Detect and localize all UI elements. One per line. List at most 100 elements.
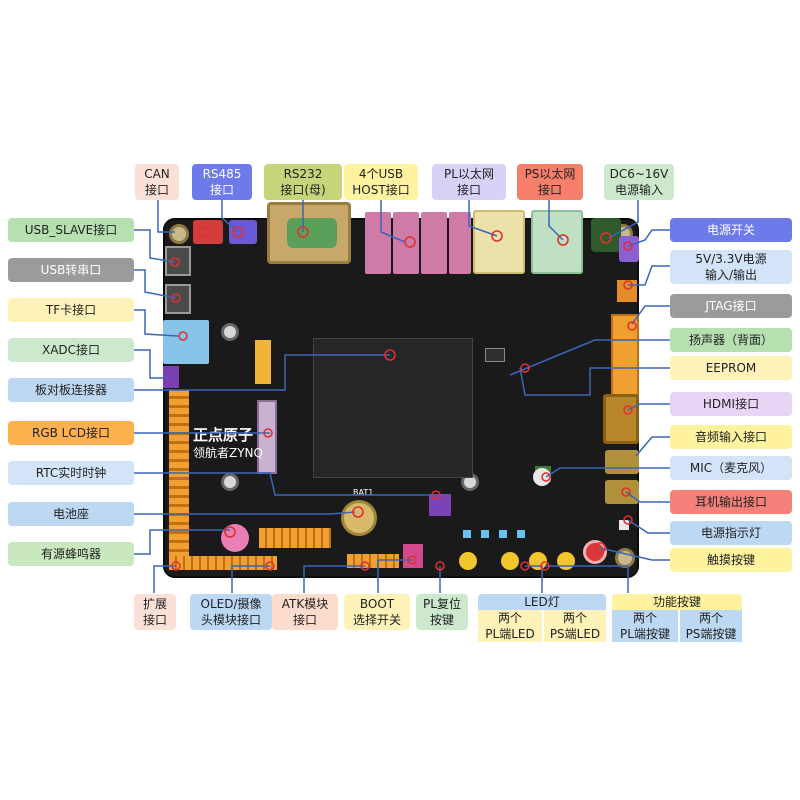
power-led-indicator xyxy=(619,520,629,530)
atk-module-header xyxy=(347,554,399,568)
leader-headphone xyxy=(625,491,670,503)
label-expand: 扩展 接口 xyxy=(134,594,176,630)
label-led-pl: 两个 PL端LED xyxy=(478,610,542,642)
eeprom-chip xyxy=(485,348,505,362)
label-power-led: 电源指示灯 xyxy=(670,521,792,545)
audio-in-jack xyxy=(605,450,639,474)
usb-host-port xyxy=(421,212,447,274)
label-rtc: RTC实时时钟 xyxy=(8,461,134,485)
label-rgb: RGB LCD接口 xyxy=(8,421,134,445)
label-fn-ps: 两个 PS端按键 xyxy=(680,610,742,642)
leader-fn xyxy=(545,565,629,593)
label-speaker: 扬声器（背面） xyxy=(670,328,792,352)
leader-speaker xyxy=(509,339,670,376)
component xyxy=(255,340,271,384)
label-b2b: 板对板连接器 xyxy=(8,378,134,402)
label-pl-reset: PL复位 按键 xyxy=(416,594,468,630)
hdmi-port xyxy=(603,394,639,444)
label-ps-eth: PS以太网 接口 xyxy=(517,164,583,200)
leader-eeprom xyxy=(519,367,670,396)
leader-mic xyxy=(545,467,670,478)
leader-hdmi xyxy=(627,403,670,411)
leader-usb-uart xyxy=(134,269,177,299)
label-tf: TF卡接口 xyxy=(8,298,134,322)
led xyxy=(499,530,507,538)
leader-power-led xyxy=(627,519,670,534)
leader-tf xyxy=(134,309,179,337)
led xyxy=(517,530,525,538)
leader-power-switch xyxy=(627,229,670,247)
leader-audio-in xyxy=(635,436,670,457)
label-battery: 电池座 xyxy=(8,502,134,526)
oled-camera-header xyxy=(259,528,331,548)
leader-b2b xyxy=(134,354,390,391)
label-buzzer: 有源蜂鸣器 xyxy=(8,542,134,566)
label-atk: ATK模块 接口 xyxy=(272,594,338,630)
label-usbhost: 4个USB HOST接口 xyxy=(344,164,418,200)
led xyxy=(463,530,471,538)
leader-can xyxy=(157,196,175,233)
usb-uart-port xyxy=(165,284,191,314)
leader-rtc xyxy=(134,472,435,496)
label-audio-in: 音频输入接口 xyxy=(670,425,792,449)
mounting-hole xyxy=(221,473,239,491)
label-oled-cam: OLED/摄像 头模块接口 xyxy=(190,594,272,630)
label-fn-title: 功能按键 xyxy=(612,594,742,610)
leader-battery xyxy=(134,511,356,515)
leader-led xyxy=(525,565,543,593)
rs232-db9-shell xyxy=(287,218,337,248)
label-fn-pl: 两个 PL端按键 xyxy=(612,610,678,642)
ps-ethernet-jack xyxy=(531,210,583,274)
xadc-header xyxy=(163,366,179,388)
label-eeprom: EEPROM xyxy=(670,356,792,380)
usb-host-port xyxy=(365,212,391,274)
mounting-hole xyxy=(221,323,239,341)
leader-usb-slave xyxy=(134,229,176,263)
label-power-switch: 电源开关 xyxy=(670,218,792,242)
label-usb-slave: USB_SLAVE接口 xyxy=(8,218,134,242)
function-button xyxy=(501,552,519,570)
leader-touch xyxy=(599,547,670,561)
coin-battery xyxy=(341,500,377,536)
leader-buzzer xyxy=(134,529,230,555)
mounting-hole xyxy=(169,224,189,244)
leader-xadc xyxy=(134,349,168,379)
leader-jtag xyxy=(631,305,670,325)
can-connector xyxy=(193,220,223,244)
label-dc: DC6~16V 电源输入 xyxy=(604,164,674,200)
silk-bat: BAT1 xyxy=(353,488,374,497)
leader-expand xyxy=(153,565,176,593)
usb-host-port xyxy=(449,212,471,274)
pl-reset-button xyxy=(459,552,477,570)
leader-power-io xyxy=(628,265,670,286)
led xyxy=(481,530,489,538)
leader-atk xyxy=(303,565,365,593)
dc-power-jack xyxy=(591,218,621,252)
pl-ethernet-jack xyxy=(473,210,525,274)
label-power-io: 5V/3.3V电源 输入/输出 xyxy=(670,250,792,284)
label-led-ps: 两个 PS端LED xyxy=(544,610,606,642)
label-xadc: XADC接口 xyxy=(8,338,134,362)
rgb-lcd-connector xyxy=(169,390,189,566)
label-rs485: RS485 接口 xyxy=(192,164,252,200)
silk-model: 领航者ZYNQ xyxy=(193,446,263,460)
label-usb-uart: USB转串口 xyxy=(8,258,134,282)
core-board xyxy=(313,338,473,478)
label-rs232: RS232 接口(母) xyxy=(264,164,342,200)
tf-card-slot xyxy=(163,320,209,364)
label-led-title: LED灯 xyxy=(478,594,606,610)
leader-oled-cam xyxy=(231,565,270,593)
label-touch: 触摸按键 xyxy=(670,548,792,572)
label-pl-eth: PL以太网 接口 xyxy=(432,164,506,200)
silk-brand: 正点原子 xyxy=(193,426,254,444)
leader-boot xyxy=(377,559,412,593)
label-can: CAN 接口 xyxy=(135,164,179,200)
power-switch xyxy=(619,236,639,262)
leader-usbhost xyxy=(380,200,406,243)
label-boot: BOOT 选择开关 xyxy=(344,594,410,630)
label-mic: MIC（麦克风） xyxy=(670,456,792,480)
leader-dc xyxy=(608,200,639,239)
label-headphone: 耳机输出接口 xyxy=(670,490,792,514)
leader-ps-eth xyxy=(548,196,564,241)
